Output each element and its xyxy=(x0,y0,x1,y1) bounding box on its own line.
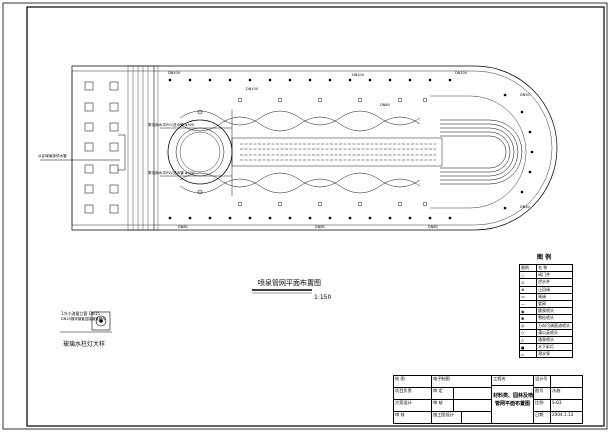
planting-strips xyxy=(127,65,159,231)
pipe-mark: DN80 xyxy=(315,225,325,229)
legend-row: ⊙泄水井 xyxy=(519,278,573,287)
legend-symbol: ○ xyxy=(519,271,537,280)
legend-symbol: — xyxy=(519,299,537,309)
tb-drawing-name: 材料类、园林及喷泉 管网平面布置图 xyxy=(492,386,534,424)
pipe-mark: DN50 xyxy=(520,93,530,97)
plan-scale: 1:150 xyxy=(314,294,332,301)
tb-date-value: 2004.1.13 xyxy=(551,412,583,424)
pipe-mark: DN80 xyxy=(428,225,438,229)
plan-title: 喷泉管网平面布置图 xyxy=(258,279,321,287)
tb-checked: 审 核 xyxy=(432,400,454,412)
tb-drafting: 电子制图 xyxy=(432,376,492,388)
tb-review-label: 审 核 xyxy=(394,412,432,424)
legend-title: 图 例 xyxy=(537,254,552,261)
detail-symbol xyxy=(60,311,112,333)
legend-symbol: ◉ xyxy=(519,307,537,316)
tb-project-label: 项目负责 xyxy=(394,388,432,400)
plaza-outline xyxy=(71,65,558,231)
legend-name: 泄水井 xyxy=(536,278,573,287)
legend-row: ◉跳泉喷头 xyxy=(519,307,573,316)
legend-name: 万向可调直流喷头 xyxy=(536,321,573,330)
legend-table: 图例 名 称 ○阀门井 ⊙泄水井 ⊗止回阀 ▭闸阀 —管网 ◉跳泉喷头 ✱雪松喷… xyxy=(519,263,573,359)
tb-stage: 工程名 xyxy=(492,376,534,386)
pump-station xyxy=(40,81,126,214)
pipe-label-left-1: 原见南水平PVC进水管 φ300 xyxy=(148,123,195,127)
tb-number-label: 比例 xyxy=(534,400,551,412)
legend-header-name: 名 称 xyxy=(536,263,573,273)
legend-symbol: ◇ xyxy=(519,328,537,337)
legend-row: ●水下彩灯 xyxy=(519,343,573,352)
legend-symbol: ● xyxy=(519,343,537,352)
detail-note-2: DN25镀锌钢管连接钢管管件 xyxy=(61,317,106,321)
tb-construction: 施工图设计 xyxy=(432,412,462,424)
edge-lights xyxy=(168,78,534,220)
legend-symbol: ◎ xyxy=(519,321,537,330)
jet-heads xyxy=(197,97,428,207)
tb-number-value: S-03 xyxy=(551,400,583,412)
legend-row: ◎万向可调直流喷头 xyxy=(519,321,573,330)
pipe-mark: DN50 xyxy=(520,205,530,209)
legend-name: 闸阀 xyxy=(536,292,573,301)
legend-row: —管网 xyxy=(519,299,573,309)
racetrack-rings xyxy=(440,119,523,185)
legend-row: △涌泉喷头 xyxy=(519,335,573,345)
tb-design-no-value xyxy=(551,376,583,388)
tb-blank-2 xyxy=(454,400,492,412)
tb-design-no: 设计号 xyxy=(534,376,551,388)
tb-drawn: 绘 图 xyxy=(394,376,432,388)
sheet-border-inner xyxy=(26,6,605,427)
tb-approved: 审 定 xyxy=(432,388,454,400)
title-block: 项目负责 审 定 方案设计 审 核 审 核 施工图设计 绘 图 电子制图 工程名… xyxy=(393,375,583,424)
tb-sheet-label: 图号 xyxy=(534,388,551,400)
pipe-mark: DN100 xyxy=(168,71,180,75)
legend-header-symbol: 图例 xyxy=(519,263,537,273)
legend-row: ▭闸阀 xyxy=(519,292,573,301)
tb-drawing-name-1: 材料类、园林及喷泉 xyxy=(493,393,534,399)
supply-label: 从区域南部供水管 xyxy=(38,154,67,158)
legend-symbol: ✱ xyxy=(519,314,537,323)
legend-symbol: ⊙ xyxy=(519,278,537,287)
pipe-network xyxy=(160,110,421,196)
pipe-mark: DN100 xyxy=(352,73,364,77)
detail-title: 玻璃水柱灯大样 xyxy=(63,341,106,348)
detail-note-1: 1冷小流量立管 DN15 xyxy=(61,311,100,316)
tb-blank-1 xyxy=(454,388,492,400)
legend-symbol: ▫ xyxy=(519,350,537,359)
pipe-mark: DN100 xyxy=(246,87,258,91)
legend-row: ○阀门井 xyxy=(519,271,573,280)
legend-name: 蒲公英喷头 xyxy=(536,328,573,337)
pipe-mark: DN100 xyxy=(455,71,467,75)
linear-pool xyxy=(231,137,443,167)
tb-drawing-name-2: 管网平面布置图 xyxy=(494,400,530,407)
pipe-label-left-2: 原见南水平PVC进水管 φ300 xyxy=(148,171,195,175)
legend-name: 水下彩灯 xyxy=(536,343,573,352)
inner-curve xyxy=(430,95,527,209)
legend-name: 跳泉喷头 xyxy=(536,307,573,316)
legend-row: ▫潜水泵 xyxy=(519,350,573,359)
pipe-mark: DN80 xyxy=(380,103,390,107)
legend-header: 图例 名 称 xyxy=(519,263,573,273)
legend-symbol: △ xyxy=(519,335,537,345)
legend-name: 管网 xyxy=(536,299,573,309)
legend-row: ◇蒲公英喷头 xyxy=(519,328,573,337)
legend-name: 阀门井 xyxy=(536,271,573,280)
legend-name: 潜水泵 xyxy=(536,350,573,359)
legend-name: 涌泉喷头 xyxy=(536,335,573,345)
legend-row: ⊗止回阀 xyxy=(519,285,573,294)
tb-sheet-value: 水施 xyxy=(551,388,583,400)
tb-blank-3 xyxy=(462,412,492,424)
legend-symbol: ▭ xyxy=(519,292,537,301)
legend-name: 止回阀 xyxy=(536,285,573,294)
legend-name: 雪松喷头 xyxy=(536,314,573,323)
legend-row: ✱雪松喷头 xyxy=(519,314,573,323)
pipe-mark: DN80 xyxy=(178,225,188,229)
tb-date-label: 日期 xyxy=(534,412,551,424)
tb-designer-label: 方案设计 xyxy=(394,400,432,412)
legend-symbol: ⊗ xyxy=(519,285,537,294)
